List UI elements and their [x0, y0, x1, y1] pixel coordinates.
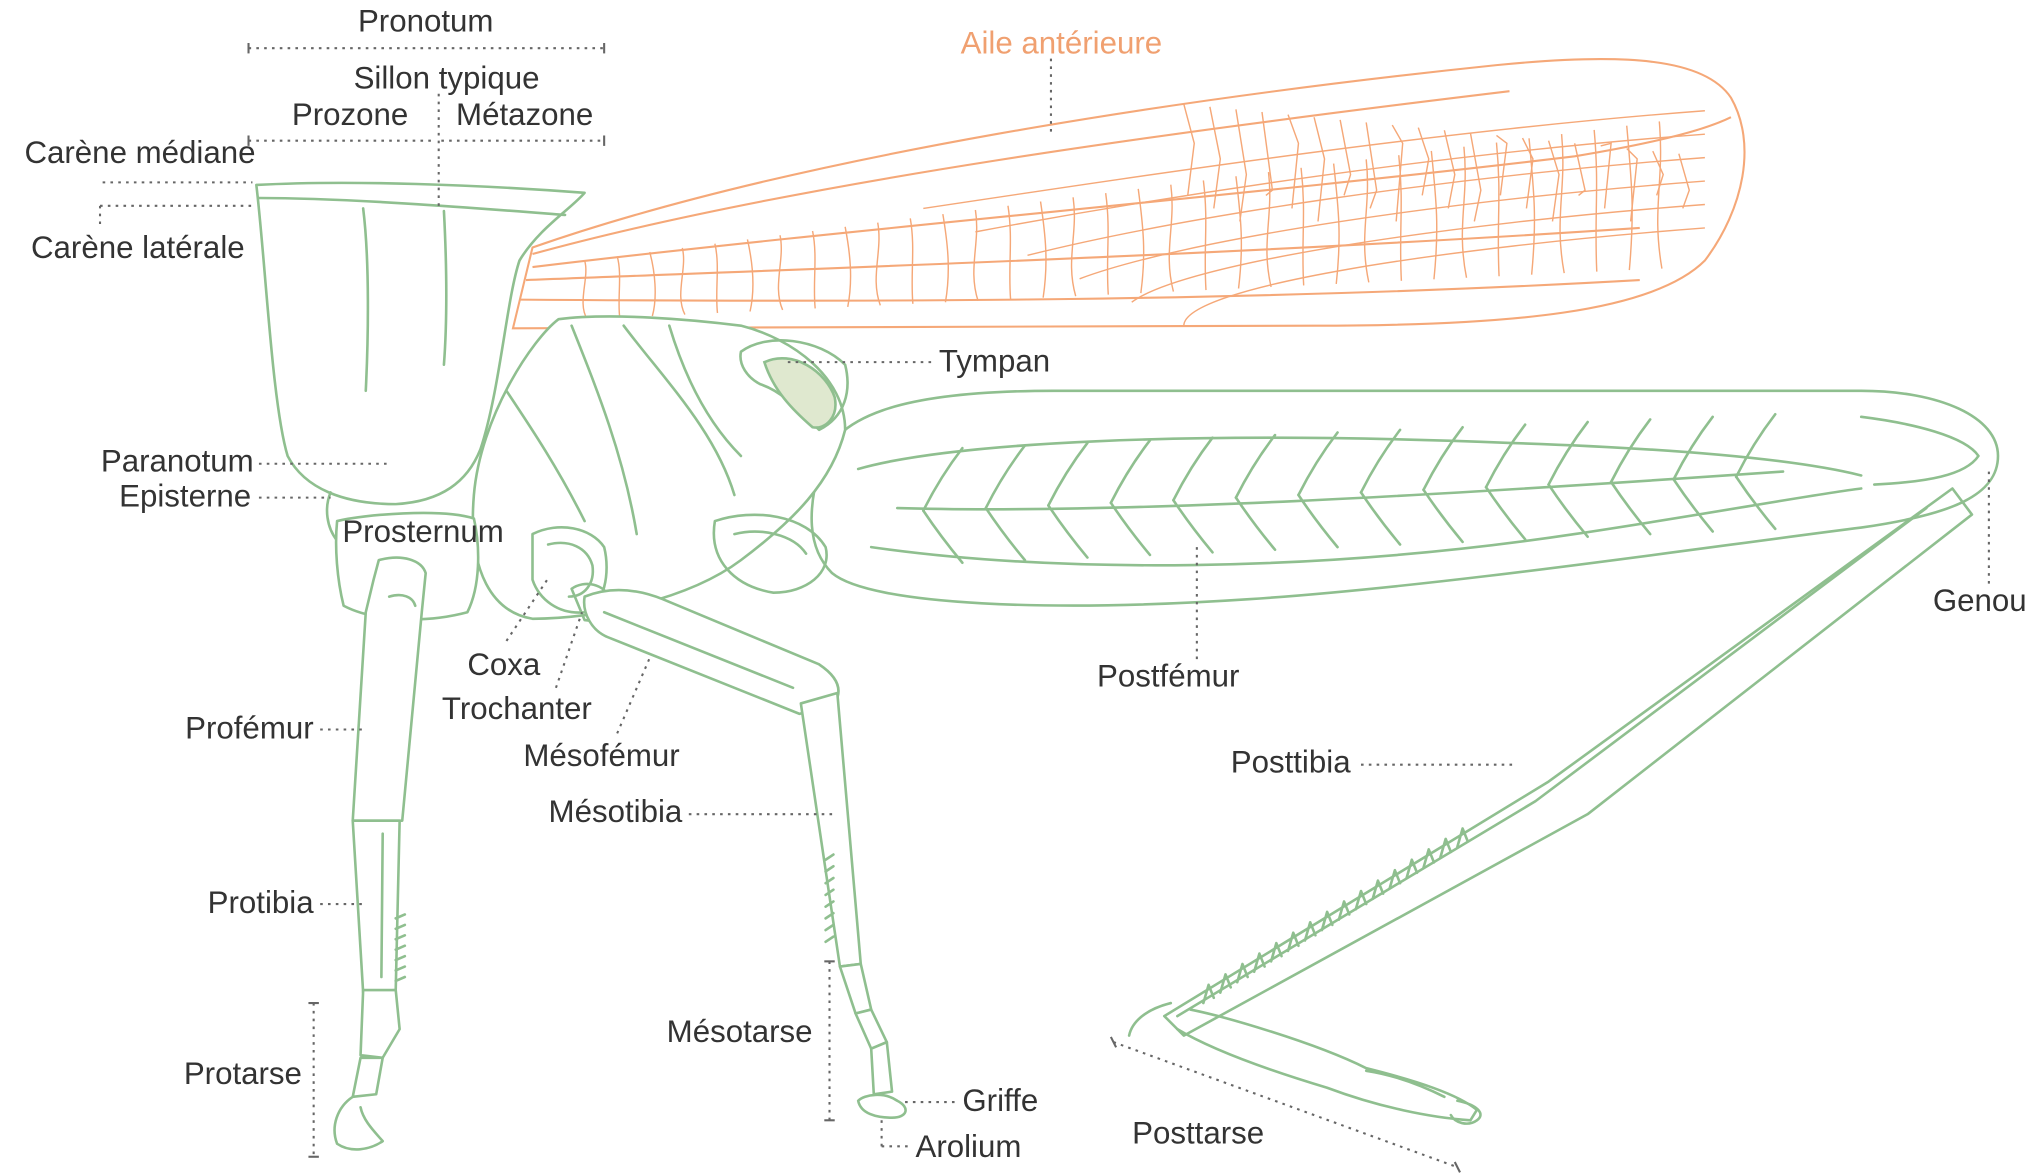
label-posttarse: Posttarse	[1132, 1116, 1264, 1151]
wing-crossvein	[1365, 159, 1369, 282]
label-protarse: Protarse	[184, 1056, 302, 1091]
wing-reticulation	[1549, 141, 1559, 222]
wing-crossvein	[681, 248, 685, 315]
wing-crossvein	[1658, 121, 1662, 268]
label-protibia: Protibia	[208, 885, 315, 920]
hind-leg	[812, 391, 1998, 1124]
label-posttibia: Posttibia	[1231, 744, 1351, 779]
wing-crossvein	[910, 218, 913, 303]
label-paranotum: Paranotum	[101, 444, 254, 479]
label-mesotibia: Mésotibia	[549, 794, 683, 829]
wing-crossvein	[617, 256, 620, 317]
wing-crossvein	[1041, 202, 1046, 298]
label-carene-laterale: Carène latérale	[31, 230, 245, 265]
wing-reticulation	[1444, 130, 1454, 208]
wing-crossvein	[1594, 130, 1597, 272]
wing-crossvein	[1008, 206, 1011, 299]
wing-reticulation	[1184, 104, 1194, 195]
mesotibia-spine	[826, 925, 834, 930]
label-genou: Genou	[1933, 583, 2027, 618]
label-pronotum: Pronotum	[358, 3, 493, 38]
wing-crossvein	[1431, 151, 1436, 279]
wing-reticulation	[1288, 115, 1298, 209]
wing-reticulation	[1340, 120, 1350, 196]
wing-crossvein	[715, 244, 718, 313]
wing-reticulation	[1314, 117, 1324, 221]
label-sillon-typique: Sillon typique	[354, 61, 540, 96]
label-coxa: Coxa	[467, 647, 541, 682]
wing-crossvein	[1138, 189, 1143, 293]
label-aile-anterieure: Aile antérieure	[961, 25, 1163, 60]
wing-crossvein	[1496, 143, 1499, 277]
wing-crossvein	[1462, 147, 1466, 278]
wing-crossvein	[943, 214, 948, 302]
label-arolium: Arolium	[915, 1129, 1021, 1164]
label-episterne: Episterne	[119, 479, 251, 514]
label-mesotarse: Mésotarse	[667, 1014, 813, 1049]
wing-crossvein	[974, 210, 978, 301]
wing-crossvein	[778, 235, 782, 310]
label-prosternum: Prosternum	[342, 514, 504, 549]
wing-reticulation	[1653, 151, 1663, 195]
label-mesofemur: Mésofémur	[523, 738, 679, 773]
front-leg	[335, 558, 426, 1150]
label-carene-mediane: Carène médiane	[24, 135, 255, 170]
mesotibia-spine	[826, 937, 834, 942]
label-prozone: Prozone	[292, 97, 408, 132]
wing-crossvein	[583, 261, 587, 320]
wing-reticulation	[1210, 107, 1220, 209]
forewing	[513, 59, 1745, 328]
wing-reticulation	[1601, 143, 1611, 208]
wing-reticulation	[1470, 133, 1480, 222]
wing-crossvein	[650, 252, 655, 316]
thorax	[473, 316, 848, 620]
label-tympan: Tympan	[939, 343, 1050, 378]
wing-longvein	[1184, 228, 1705, 326]
wing-reticulation	[1679, 154, 1689, 209]
label-trochanter: Trochanter	[442, 691, 592, 726]
label-metazone: Métazone	[456, 97, 593, 132]
label-postfemur: Postfémur	[1097, 659, 1239, 694]
label-profemur: Profémur	[185, 711, 314, 746]
wing-crossvein	[1072, 197, 1076, 296]
wing-longvein	[1132, 205, 1705, 303]
wing-crossvein	[876, 223, 880, 306]
wing-crossvein	[1560, 134, 1564, 273]
label-griffe: Griffe	[962, 1083, 1038, 1118]
